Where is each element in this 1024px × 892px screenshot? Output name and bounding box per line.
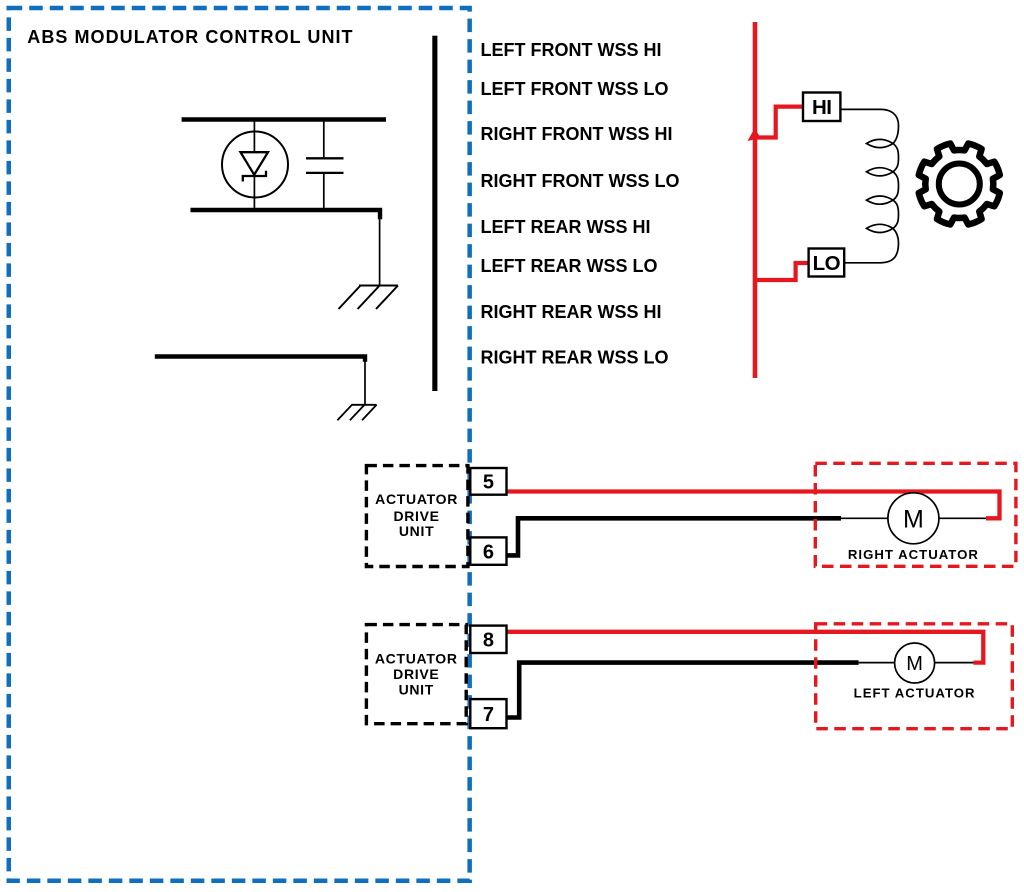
- svg-text:5: 5: [483, 472, 494, 494]
- svg-text:8: 8: [483, 630, 494, 652]
- svg-text:ACTUATOR: ACTUATOR: [375, 491, 458, 507]
- svg-text:RIGHT REAR WSS LO: RIGHT REAR WSS LO: [481, 348, 669, 368]
- svg-text:7: 7: [483, 704, 494, 726]
- svg-text:UNIT: UNIT: [399, 682, 434, 698]
- svg-text:6: 6: [483, 541, 494, 563]
- svg-text:RIGHT FRONT WSS LO: RIGHT FRONT WSS LO: [481, 171, 680, 191]
- svg-text:RIGHT ACTUATOR: RIGHT ACTUATOR: [848, 547, 979, 562]
- svg-text:LEFT FRONT WSS LO: LEFT FRONT WSS LO: [481, 79, 669, 99]
- svg-text:ABS MODULATOR CONTROL UNIT: ABS MODULATOR CONTROL UNIT: [27, 27, 353, 47]
- svg-text:M: M: [906, 653, 923, 675]
- svg-text:LEFT ACTUATOR: LEFT ACTUATOR: [854, 686, 976, 701]
- svg-text:HI: HI: [812, 96, 832, 119]
- svg-text:LEFT REAR WSS HI: LEFT REAR WSS HI: [481, 217, 651, 237]
- svg-text:LO: LO: [813, 252, 841, 275]
- svg-text:M: M: [903, 505, 924, 533]
- svg-text:LEFT FRONT WSS HI: LEFT FRONT WSS HI: [481, 40, 662, 60]
- svg-text:RIGHT FRONT WSS HI: RIGHT FRONT WSS HI: [481, 124, 673, 144]
- svg-text:ACTUATOR: ACTUATOR: [375, 650, 458, 666]
- svg-text:LEFT REAR WSS LO: LEFT REAR WSS LO: [481, 256, 658, 276]
- svg-text:DRIVE: DRIVE: [393, 508, 439, 524]
- svg-text:UNIT: UNIT: [399, 523, 434, 539]
- svg-text:RIGHT REAR WSS HI: RIGHT REAR WSS HI: [481, 302, 662, 322]
- svg-text:DRIVE: DRIVE: [393, 666, 439, 682]
